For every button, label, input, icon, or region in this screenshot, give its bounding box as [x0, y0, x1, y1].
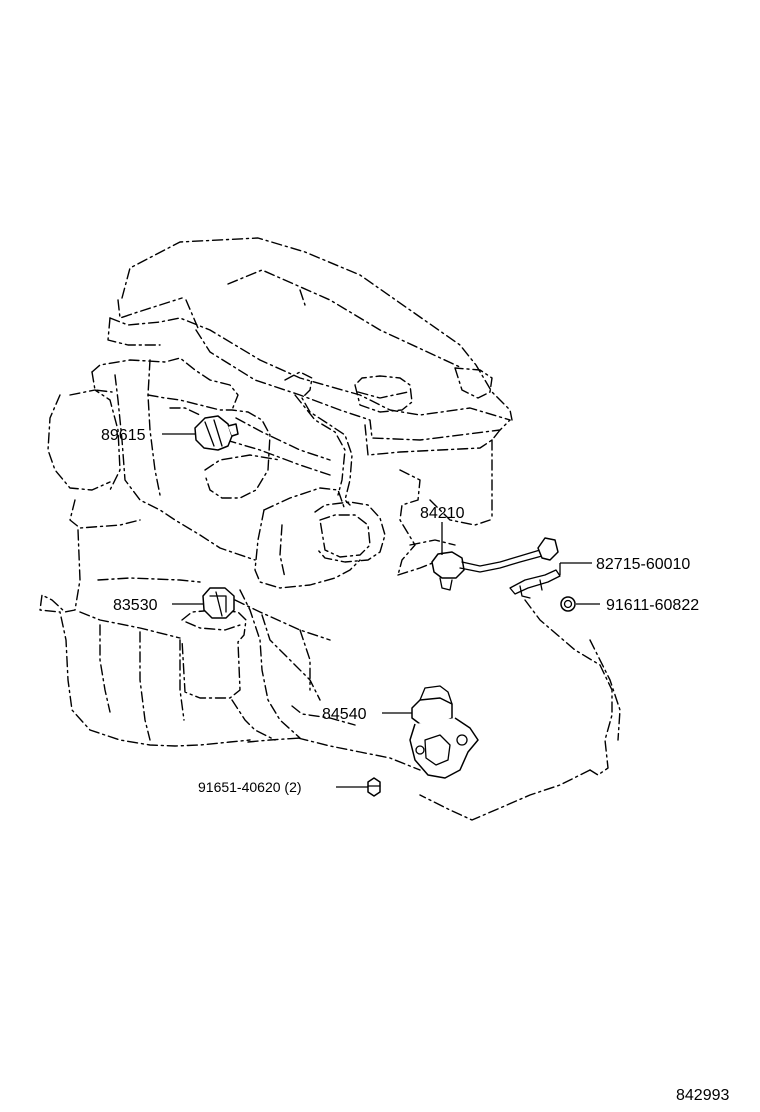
callout-89615: 89615 — [101, 427, 146, 444]
part-89615-sensor — [194, 415, 239, 451]
part-84210-switch — [431, 537, 559, 591]
part-91651-bolt — [367, 777, 381, 797]
part-84540-switch — [409, 685, 479, 779]
leader-lines — [162, 433, 600, 788]
engine-outline — [39, 237, 621, 821]
part-82715-bracket — [509, 569, 561, 599]
part-83530-sensor — [202, 587, 235, 619]
part-91611-bolt — [560, 596, 576, 612]
callout-84540: 84540 — [322, 706, 367, 723]
callout-91611-60822: 91611-60822 — [606, 597, 699, 614]
callout-83530: 83530 — [113, 597, 158, 614]
callout-84210: 84210 — [420, 505, 465, 522]
callout-82715-60010: 82715-60010 — [596, 556, 690, 573]
callout-labels: 89615 84210 82715-60010 91611-60822 8353… — [101, 427, 729, 1104]
figure-number: 842993 — [676, 1087, 729, 1104]
callout-91651-40620: 91651-40620 (2) — [198, 779, 302, 795]
